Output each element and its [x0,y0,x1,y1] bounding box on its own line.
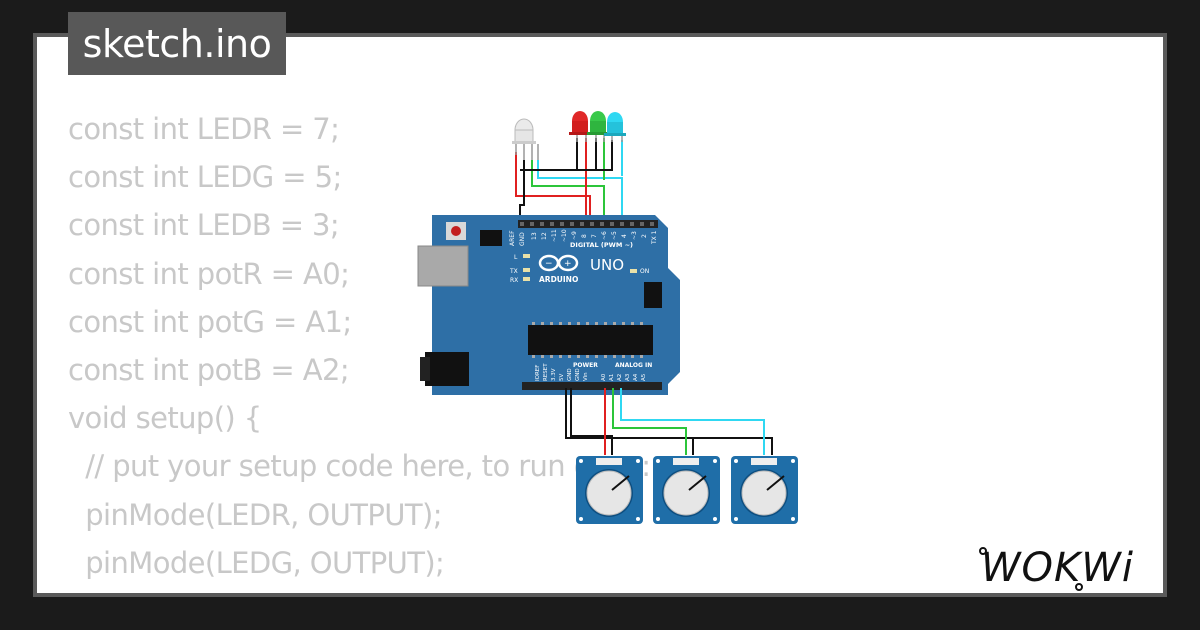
tx-led-label: TX [509,268,518,275]
svg-text:~3: ~3 [631,231,638,240]
svg-text:GND: GND [567,368,573,381]
code-line: const int LEDB = 3; [68,208,340,243]
svg-text:GND: GND [575,368,581,381]
potentiometer-r[interactable] [576,456,643,524]
wire-rgb-led-green [531,160,605,222]
code-line: pinMode(LEDR, OUTPUT); [68,497,442,532]
reset-button[interactable] [451,226,461,236]
led-red[interactable] [569,111,591,142]
svg-text:~5: ~5 [611,231,618,240]
wire-pot-vcc [565,388,694,455]
code-line: const int potG = A1; [68,304,352,339]
svg-text:A1: A1 [609,374,615,381]
led-green[interactable] [587,111,609,142]
board-brand: ARDUINO [539,275,578,284]
code-line: pinMode(LEDG, OUTPUT); [68,545,445,580]
svg-text:~6: ~6 [601,231,608,240]
svg-text:AREF: AREF [509,230,516,246]
svg-text:−: − [545,259,553,269]
svg-text:RESET: RESET [543,363,549,381]
board-model: UNO [590,256,624,274]
wire-pot-b [620,388,765,455]
wokwi-logo: WOKWi [979,545,1134,591]
svg-text:GND: GND [519,232,526,246]
power-label: POWER [573,362,598,369]
wire-rgb-led-gnd [519,160,525,222]
svg-text:A5: A5 [641,373,647,381]
wire-pot-gnd [570,388,613,455]
arduino-logo-icon [538,254,579,272]
preview-card: const int LEDR = 7; const int LEDG = 5; co… [37,37,1163,593]
led-wires [515,138,623,222]
potentiometer-g[interactable] [653,456,720,524]
microcontroller-chip [528,325,653,355]
rgb-led[interactable] [512,118,539,160]
power-analog-header [522,382,662,390]
rx-led-label: RX [510,277,518,284]
svg-text:~10: ~10 [561,229,568,242]
svg-text:Vin: Vin [583,372,589,381]
svg-text:12: 12 [541,232,548,240]
file-tab[interactable]: sketch.ino [68,12,286,75]
svg-text:IOREF: IOREF [535,365,541,381]
potentiometer-b[interactable] [731,456,798,524]
digital-label: DIGITAL (PWM ~) [570,241,633,249]
svg-text:~9: ~9 [571,231,578,240]
svg-text:5V: 5V [559,374,565,381]
code-line: const int LEDR = 7; [68,112,340,146]
pot-wires [565,388,773,455]
svg-text:A2: A2 [617,374,623,381]
power-jack [425,352,469,386]
svg-text:3.3V: 3.3V [551,368,557,381]
svg-text:7: 7 [591,234,598,238]
code-line: // put your setup code here, to run once… [68,449,651,484]
digital-header [518,220,658,228]
svg-text:2: 2 [641,234,648,238]
code-line: void setup() { [68,401,262,436]
wire-rgb-led-red [515,152,591,222]
svg-text:8: 8 [581,234,588,238]
arduino-uno-board[interactable]: AREF GND 13 12 ~11 ~10 ~9 8 7 ~6 ~5 4 ~3… [417,215,680,395]
svg-text:4: 4 [621,234,628,238]
svg-text:TX 1: TX 1 [651,230,658,245]
svg-text:~11: ~11 [551,229,558,242]
file-tab-label: sketch.ino [82,21,272,66]
code-editor[interactable]: const int LEDR = 7; const int LEDG = 5; co… [68,105,651,593]
l-led-label: L [514,254,518,261]
svg-text:A4: A4 [633,373,639,381]
wire-pot-g [612,388,687,455]
circuit-diagram[interactable]: AREF GND 13 12 ~11 ~10 ~9 8 7 ~6 ~5 4 ~3… [37,37,1163,593]
code-line: const int LEDG = 5; [68,160,342,195]
analog-label: ANALOG IN [615,362,652,369]
code-line: const int potB = A2; [68,352,350,387]
svg-text:A0: A0 [601,373,607,381]
code-line: const int potR = A0; [68,256,350,291]
svg-text:+: + [564,259,572,269]
wire-led-cyan-gnd [577,140,613,171]
led-cyan[interactable] [604,112,626,142]
usb-port [417,245,469,287]
wokwi-logo-text: WOKWi [981,545,1134,591]
svg-text:A3: A3 [625,373,631,381]
on-led-label: ON [640,268,649,275]
svg-text:13: 13 [531,232,538,240]
